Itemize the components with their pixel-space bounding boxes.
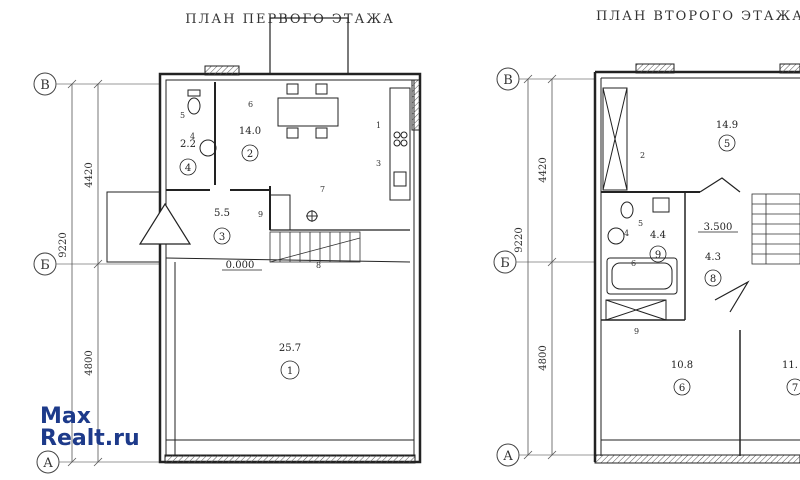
window-top-2 [635,63,675,74]
axis-a-label-2: А [503,449,513,464]
axis-markers-1: В Б А [33,72,160,474]
room-area-8: 4.3 [705,252,721,263]
wardrobe-2 [602,87,667,321]
vestibule-1 [138,202,192,245]
svg-text:8: 8 [316,261,321,270]
svg-text:1: 1 [376,121,381,130]
first-floor-title: ПЛАН ПЕРВОГО ЭТАЖА [185,12,395,27]
equipment-marks-2: 2 5 4 6 9 [624,151,645,336]
room-area-4: 2.2 [180,139,196,150]
room-num-9: 9 [655,250,661,261]
room-labels-2: 14.9 5 4.4 9 4.3 8 10.8 6 11. 7 3.500 [649,120,800,396]
watermark-logo: Max Realt.ru [40,406,140,450]
room-area-2: 14.0 [239,126,261,137]
room-num-6: 6 [679,383,685,394]
room-num-1: 1 [287,366,293,377]
dim-lower-1: 4800 [84,350,95,375]
room-num-5: 5 [724,139,730,150]
room-area-7: 11. [782,360,798,371]
axis-v-label-1: В [40,78,50,93]
second-floor-title: ПЛАН ВТОРОГО ЭТАЖА [596,9,800,24]
dim-total-2: 9220 [514,227,525,252]
svg-text:5: 5 [180,111,185,120]
room-num-8: 8 [710,274,716,285]
room-num-4: 4 [185,163,191,174]
dim-upper-1: 4420 [84,162,95,187]
svg-text:7: 7 [320,185,325,194]
dim-total-1: 9220 [58,232,69,257]
svg-text:9: 9 [634,327,639,336]
stairs-2 [751,193,800,265]
room-num-2: 2 [247,149,253,160]
dim-upper-2: 4420 [538,157,549,182]
stairs-1 [269,231,361,263]
watermark-line2: Realt.ru [40,426,140,451]
dim-lower-2: 4800 [538,345,549,370]
room-labels-1: 14.0 2 2.2 4 5.5 3 25.7 1 0.000 [179,126,301,380]
dimension-lines-2 [523,74,557,460]
dimension-lines-1 [67,79,103,467]
walls-2 [593,70,800,462]
dining-table-1 [277,83,339,139]
bathroom-fixtures-2 [606,197,678,295]
axis-b-label-1: Б [40,258,50,273]
equipment-marks-1: 5 4 6 1 3 7 9 8 [180,100,381,270]
level-mark-1: 0.000 [226,260,255,271]
svg-text:6: 6 [631,259,636,268]
fan-symbol-1 [306,210,318,222]
room-area-9: 4.4 [650,230,666,241]
first-floor-plan: ПЛАН ПЕРВОГО ЭТАЖА В Б А 9220 4420 4800 [33,12,422,474]
svg-text:4: 4 [624,229,629,238]
room-area-3: 5.5 [214,208,230,219]
second-floor-plan: ПЛАН ВТОРОГО ЭТАЖА В Б А 9220 4420 4800 [493,9,800,467]
kitchen-counter-1 [389,87,411,201]
room-num-3: 3 [219,232,225,243]
window-top-1 [204,65,240,76]
room-area-5: 14.9 [716,120,738,131]
svg-text:4: 4 [190,132,195,141]
svg-text:2: 2 [640,151,645,160]
svg-text:3: 3 [376,159,381,168]
room-num-7: 7 [792,383,798,394]
toilet-1 [187,89,217,157]
level-mark-2: 3.500 [704,222,733,233]
svg-text:9: 9 [258,210,263,219]
axis-v-label-2: В [503,73,513,88]
watermark-line1: Max [40,404,91,429]
svg-text:6: 6 [248,100,253,109]
axis-b-label-2: Б [500,256,510,271]
axis-a-label-1: А [43,456,53,471]
room-area-1: 25.7 [279,343,301,354]
svg-text:5: 5 [638,219,643,228]
room-area-6: 10.8 [671,360,693,371]
axis-markers-2: В Б А [493,67,595,467]
